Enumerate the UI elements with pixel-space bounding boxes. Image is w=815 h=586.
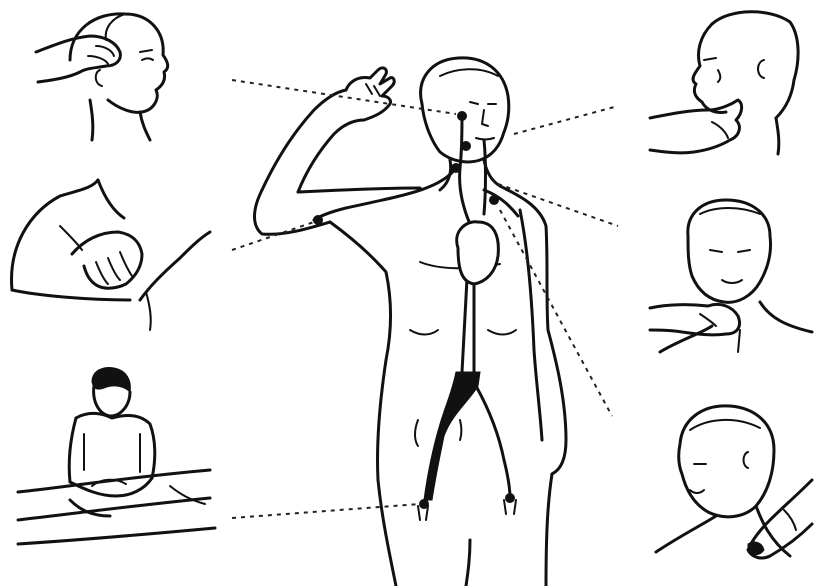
vignette-neck-pressure (650, 200, 812, 352)
point-temporal (457, 111, 467, 121)
leader-carotid (498, 184, 618, 226)
leader-subclavian (500, 210, 612, 416)
leader-brachial (232, 222, 314, 250)
vignette-shoulder-pressure (12, 180, 210, 330)
point-brachial (313, 215, 323, 225)
point-carotid (451, 163, 461, 173)
point-subclavian (489, 195, 499, 205)
point-femoral-right (505, 493, 515, 503)
central-body-figure (255, 58, 567, 586)
leader-facial (514, 106, 618, 134)
vignette-seated-person (18, 368, 215, 544)
vignette-temple-pressure (36, 14, 168, 140)
vignette-jaw-pressure (650, 12, 798, 154)
vignette-neck-back-pressure (656, 406, 812, 558)
leader-femoral (232, 504, 420, 518)
point-facial (461, 141, 471, 151)
leader-lines (232, 80, 618, 518)
